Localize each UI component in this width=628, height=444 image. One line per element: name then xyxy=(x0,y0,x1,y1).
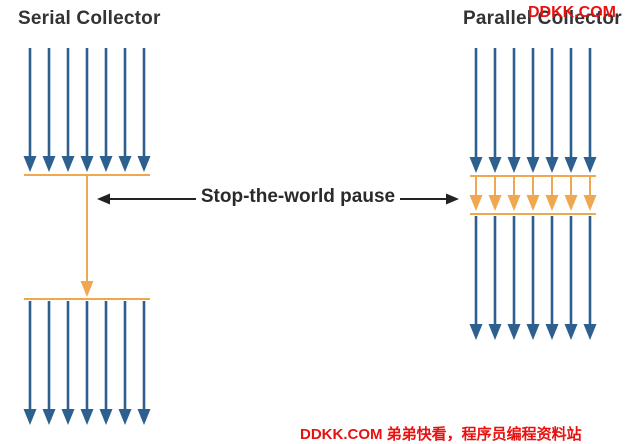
parallel-thread-top-arrow-1-head xyxy=(469,157,483,173)
serial-thread-top-arrow-4-head xyxy=(80,156,94,172)
serial-thread-top-arrow-2-head xyxy=(42,156,56,172)
parallel-thread-bottom-arrow-6-head xyxy=(564,324,578,340)
parallel-thread-bottom-arrow-2-head xyxy=(488,324,502,340)
serial-thread-bottom-arrow-7-head xyxy=(137,409,151,425)
parallel-thread-top-arrow-6-head xyxy=(564,157,578,173)
parallel-collector-diagram xyxy=(469,48,597,340)
serial-gc-thread-arrow-head xyxy=(80,281,94,297)
pause-pointer-right-head xyxy=(446,193,459,205)
parallel-gc-thread-arrow-1-head xyxy=(469,195,483,211)
parallel-gc-thread-arrow-2-head xyxy=(488,195,502,211)
parallel-thread-bottom-arrow-4-head xyxy=(526,324,540,340)
watermark-top: DDKK.COM xyxy=(528,4,616,21)
serial-thread-bottom-arrow-2-head xyxy=(42,409,56,425)
parallel-thread-top-arrow-2-head xyxy=(488,157,502,173)
parallel-thread-bottom-arrow-3-head xyxy=(507,324,521,340)
parallel-thread-top-arrow-4-head xyxy=(526,157,540,173)
stop-the-world-pause-label: Stop-the-world pause xyxy=(200,186,396,207)
serial-thread-top-arrow-3-head xyxy=(61,156,75,172)
parallel-gc-thread-arrow-3-head xyxy=(507,195,521,211)
parallel-thread-top-arrow-5-head xyxy=(545,157,559,173)
parallel-thread-bottom-arrow-5-head xyxy=(545,324,559,340)
parallel-thread-bottom-arrow-7-head xyxy=(583,324,597,340)
serial-collector-diagram xyxy=(23,48,151,425)
parallel-thread-top-arrow-3-head xyxy=(507,157,521,173)
serial-thread-top-arrow-7-head xyxy=(137,156,151,172)
serial-thread-top-arrow-6-head xyxy=(118,156,132,172)
serial-thread-top-arrow-5-head xyxy=(99,156,113,172)
parallel-gc-thread-arrow-7-head xyxy=(583,195,597,211)
parallel-collector-title: Parallel Collector xyxy=(463,8,622,29)
stop-the-world-pause-indicator xyxy=(97,193,459,205)
serial-thread-bottom-arrow-6-head xyxy=(118,409,132,425)
parallel-thread-top-arrow-7-head xyxy=(583,157,597,173)
serial-thread-bottom-arrow-3-head xyxy=(61,409,75,425)
watermark-bottom: DDKK.COM 弟弟快看，程序员编程资料站 xyxy=(300,426,582,443)
parallel-gc-thread-arrow-5-head xyxy=(545,195,559,211)
pause-pointer-left-head xyxy=(97,193,110,205)
serial-collector-title: Serial Collector xyxy=(18,8,161,29)
serial-thread-bottom-arrow-1-head xyxy=(23,409,37,425)
serial-thread-bottom-arrow-4-head xyxy=(80,409,94,425)
parallel-thread-bottom-arrow-1-head xyxy=(469,324,483,340)
serial-thread-top-arrow-1-head xyxy=(23,156,37,172)
parallel-gc-thread-arrow-4-head xyxy=(526,195,540,211)
serial-thread-bottom-arrow-5-head xyxy=(99,409,113,425)
parallel-gc-thread-arrow-6-head xyxy=(564,195,578,211)
